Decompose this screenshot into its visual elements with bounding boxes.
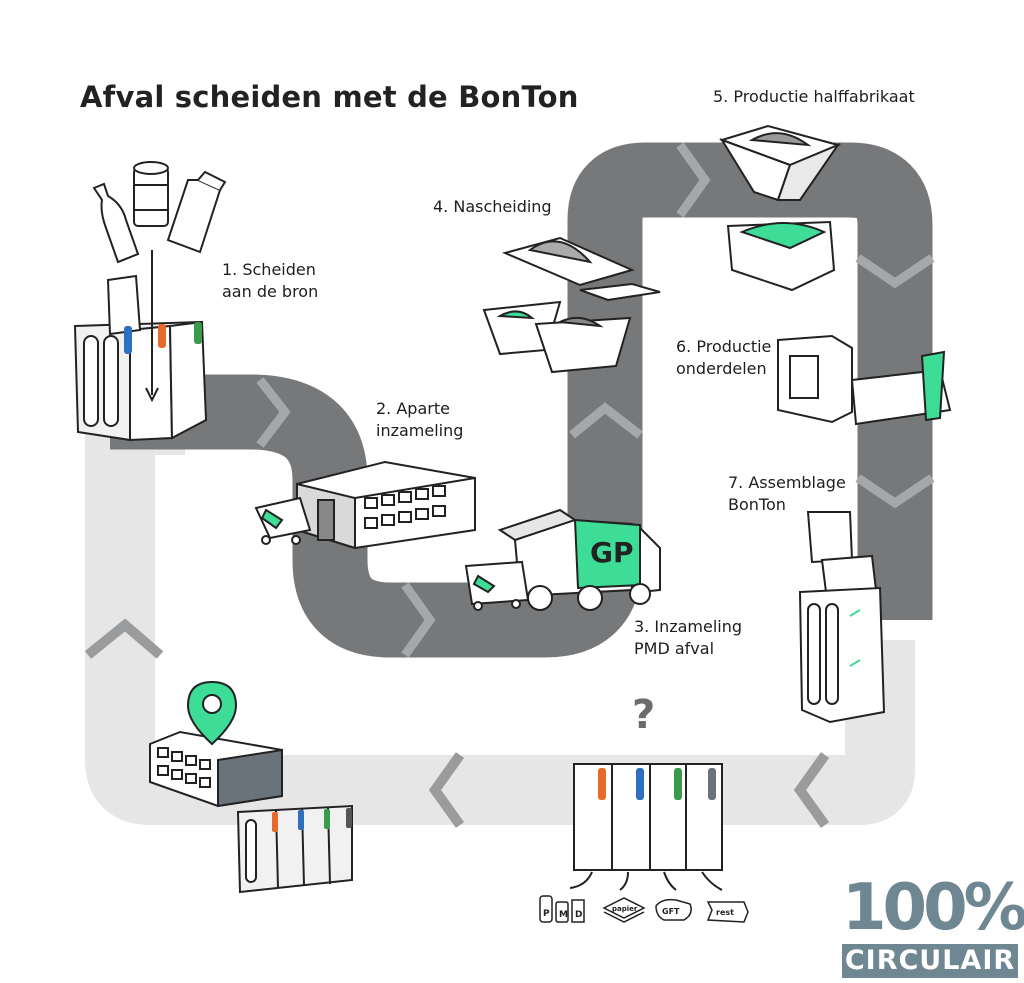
step-5-label: 5. Productie halffabrikaat xyxy=(713,86,915,108)
four-sorting-bins xyxy=(569,763,723,891)
injection-machine xyxy=(777,334,952,426)
step-1-line-1: 1. Scheiden xyxy=(222,260,316,279)
carton-icon xyxy=(166,170,227,254)
step-6-line-2: onderdelen xyxy=(676,359,767,378)
page-title: Afval scheiden met de BonTon xyxy=(80,80,579,114)
step-2-line-1: 2. Aparte xyxy=(376,399,450,418)
step-1-label: 1. Scheiden aan de bron xyxy=(222,259,318,303)
pmd-m-label: M xyxy=(559,910,568,920)
step-7-line-1: 7. Assemblage xyxy=(728,473,846,492)
garbage-truck xyxy=(497,508,661,611)
assembled-bonton-bin xyxy=(798,511,886,724)
truck-logo: GP xyxy=(590,536,634,569)
step-4-label: 4. Nascheiding xyxy=(433,196,552,218)
pmd-d-label: D xyxy=(575,910,582,920)
papier-icon xyxy=(602,897,646,923)
location-building xyxy=(149,730,283,808)
step-5-line-1: 5. Productie halffabrikaat xyxy=(713,87,915,106)
step-3-line-2: PMD afval xyxy=(634,639,715,658)
step-2-line-2: inzameling xyxy=(376,421,464,440)
can-icon xyxy=(133,161,169,227)
location-pin-icon xyxy=(186,680,238,746)
question-mark: ? xyxy=(632,692,656,738)
step-3-line-1: 3. Inzameling xyxy=(634,617,743,636)
step-6-label: 6. Productie onderdelen xyxy=(676,336,771,380)
pmd-p-label: P xyxy=(543,909,550,919)
papier-label: papier xyxy=(612,905,638,913)
pmd-icon xyxy=(539,895,585,923)
step-7-label: 7. Assemblage BonTon xyxy=(728,472,846,516)
logo-number: 100% xyxy=(842,871,1024,945)
rest-label: rest xyxy=(716,908,734,917)
gft-icon xyxy=(655,898,692,921)
rest-icon xyxy=(706,901,749,923)
step-2-label: 2. Aparte inzameling xyxy=(376,398,463,442)
wheelie-container-step2 xyxy=(254,496,312,545)
step-7-line-2: BonTon xyxy=(728,495,786,514)
sorting-conveyor xyxy=(501,236,661,302)
logo-word: CIRCULAIR xyxy=(842,944,1018,978)
bonton-bins-location xyxy=(236,804,353,894)
production-hopper xyxy=(718,124,842,292)
step-6-line-1: 6. Productie xyxy=(676,337,772,356)
dark-road xyxy=(110,142,935,658)
step-1-line-2: aan de bron xyxy=(222,282,319,301)
bonton-bin-source xyxy=(73,250,208,442)
step-3-label: 3. Inzameling PMD afval xyxy=(634,616,742,660)
wheelie-container-step3 xyxy=(464,560,530,611)
bottle-icon xyxy=(92,182,140,264)
gft-label: GFT xyxy=(662,907,680,916)
step-4-line-1: 4. Nascheiding xyxy=(433,197,552,216)
sorting-bins xyxy=(482,300,632,374)
